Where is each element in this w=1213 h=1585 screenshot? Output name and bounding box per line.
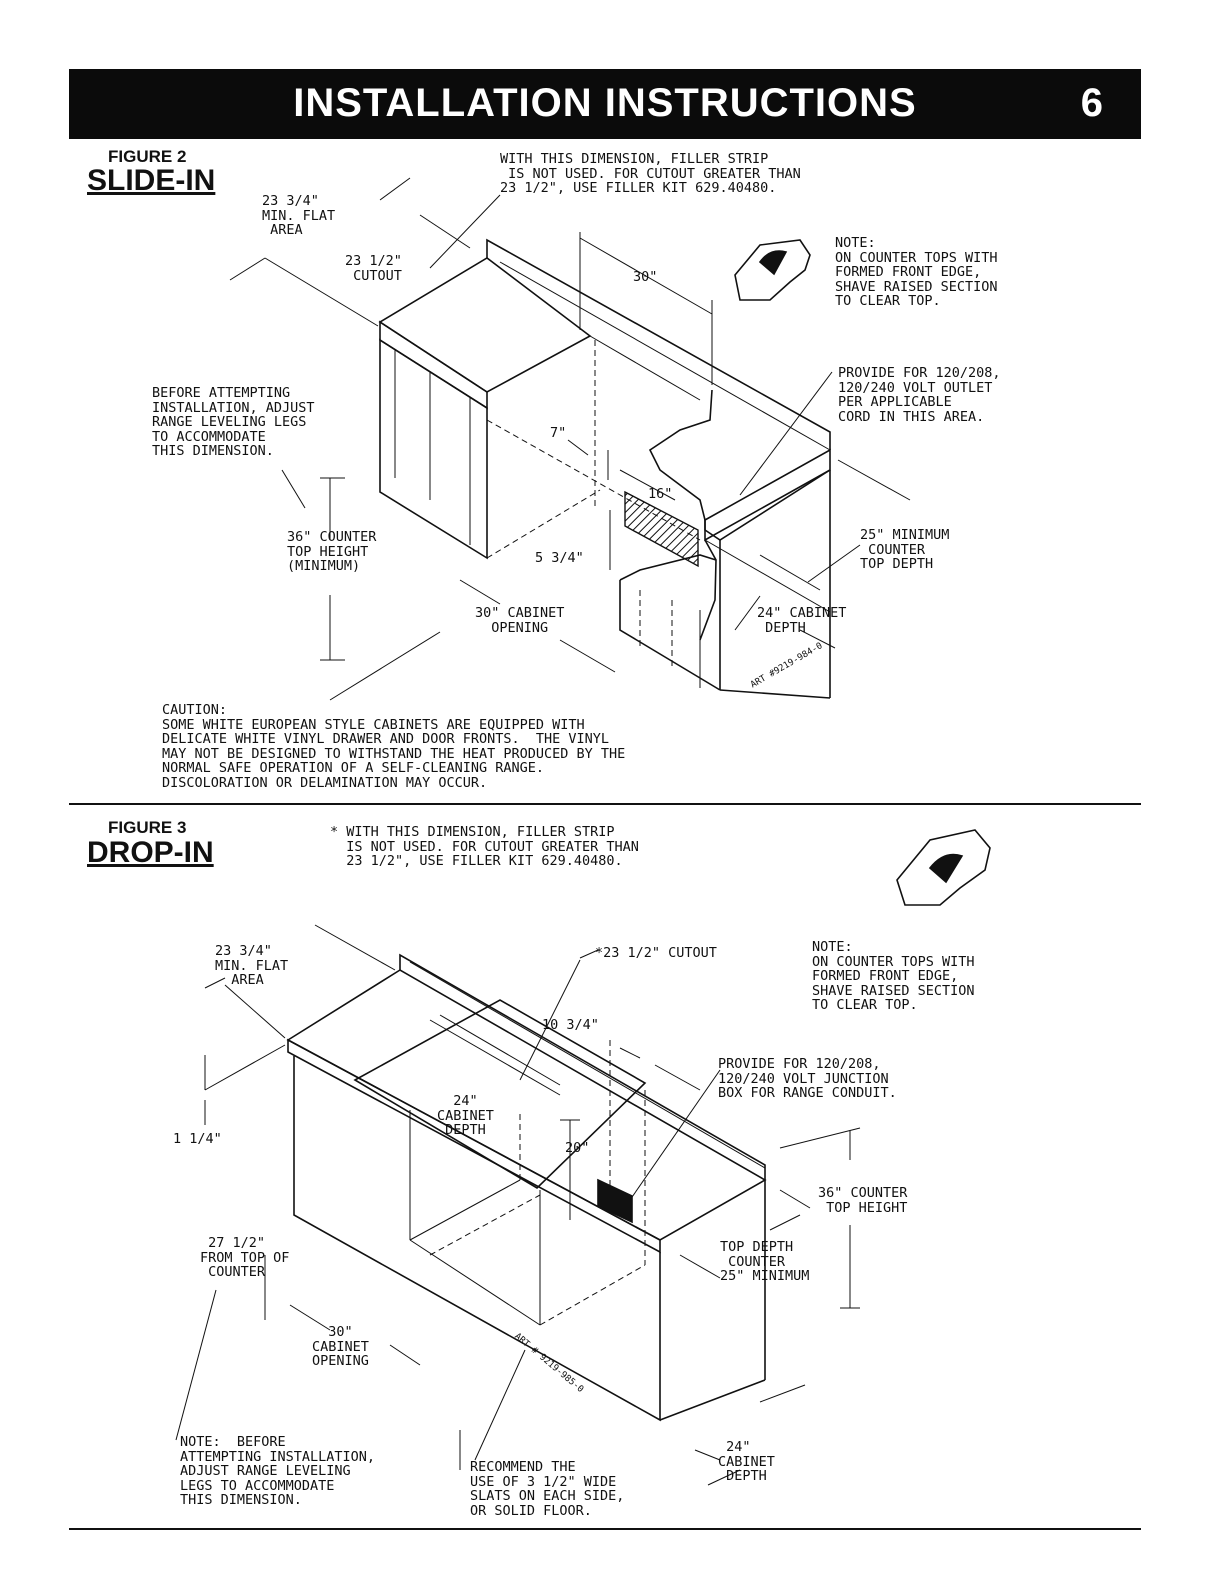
fig2-counter-height: 36" COUNTER TOP HEIGHT (MINIMUM) (287, 529, 377, 574)
page-title: INSTALLATION INSTRUCTIONS (293, 81, 917, 125)
slide-in-diagram (229, 177, 911, 701)
fig3-top-depth: TOP DEPTH COUNTER 25" MINIMUM (720, 1239, 810, 1284)
fig2-cabinet-opening: 30" CABINET OPENING (475, 605, 565, 636)
fig2-dim-5-34: 5 3/4" (535, 550, 584, 566)
fig3-dim-10-34: 10 3/4" (542, 1017, 599, 1033)
fig2-width-30: 30" (633, 269, 658, 285)
drop-in-diagram (175, 829, 991, 1486)
fig3-dim-1-14: 1 1/4" (173, 1131, 222, 1147)
fig2-before-attempting: BEFORE ATTEMPTING INSTALLATION, ADJUST R… (152, 385, 315, 459)
fig3-cabinet-opening: 30" CABINET OPENING (312, 1324, 369, 1369)
figure-3-title: DROP-IN (87, 836, 214, 869)
page-header: INSTALLATION INSTRUCTIONS 6 (69, 69, 1141, 139)
fig2-cutout: 23 1/2" CUTOUT (345, 253, 402, 284)
fig3-cabinet-depth-outer: 24" CABINET DEPTH (718, 1439, 775, 1484)
fig2-dim-16: 16" (648, 486, 673, 502)
fig2-filler-note: WITH THIS DIMENSION, FILLER STRIP IS NOT… (500, 151, 801, 196)
fig2-caution: CAUTION: SOME WHITE EUROPEAN STYLE CABIN… (162, 702, 626, 791)
fig2-outlet-note: PROVIDE FOR 120/208, 120/240 VOLT OUTLET… (838, 365, 1001, 425)
fig2-min-depth: 25" MINIMUM COUNTER TOP DEPTH (860, 527, 950, 572)
fig2-counter-note: NOTE: ON COUNTER TOPS WITH FORMED FRONT … (835, 235, 998, 309)
fig3-note-before: NOTE: BEFORE ATTEMPTING INSTALLATION, AD… (180, 1434, 376, 1508)
page-number: 6 (1080, 81, 1103, 125)
figure-3-number: FIGURE 3 (108, 818, 187, 837)
figure-2-title: SLIDE-IN (87, 164, 216, 197)
fig3-from-top: 27 1/2" FROM TOP OF COUNTER (200, 1235, 290, 1280)
fig3-cabinet-depth-inner: 24" CABINET DEPTH (437, 1093, 494, 1138)
fig2-cabinet-depth: 24" CABINET DEPTH (757, 605, 847, 636)
fig3-junction-box-note: PROVIDE FOR 120/208, 120/240 VOLT JUNCTI… (718, 1056, 897, 1101)
fig2-min-flat-area: 23 3/4" MIN. FLAT AREA (262, 193, 336, 238)
section-divider (69, 803, 1141, 805)
fig3-dim-20: 20" (565, 1140, 590, 1156)
fig3-counter-height: 36" COUNTER TOP HEIGHT (818, 1185, 908, 1216)
fig3-cutout: *23 1/2" CUTOUT (595, 945, 717, 961)
fig2-dim-7: 7" (550, 425, 567, 441)
fig3-counter-note: NOTE: ON COUNTER TOPS WITH FORMED FRONT … (812, 939, 975, 1013)
fig3-filler-note: * WITH THIS DIMENSION, FILLER STRIP IS N… (330, 824, 639, 869)
fig3-min-flat-area: 23 3/4" MIN. FLAT AREA (215, 943, 289, 988)
figure-2-number: FIGURE 2 (108, 147, 187, 166)
bottom-rule (69, 1528, 1141, 1530)
fig3-recommend: RECOMMEND THE USE OF 3 1/2" WIDE SLATS O… (470, 1459, 625, 1519)
